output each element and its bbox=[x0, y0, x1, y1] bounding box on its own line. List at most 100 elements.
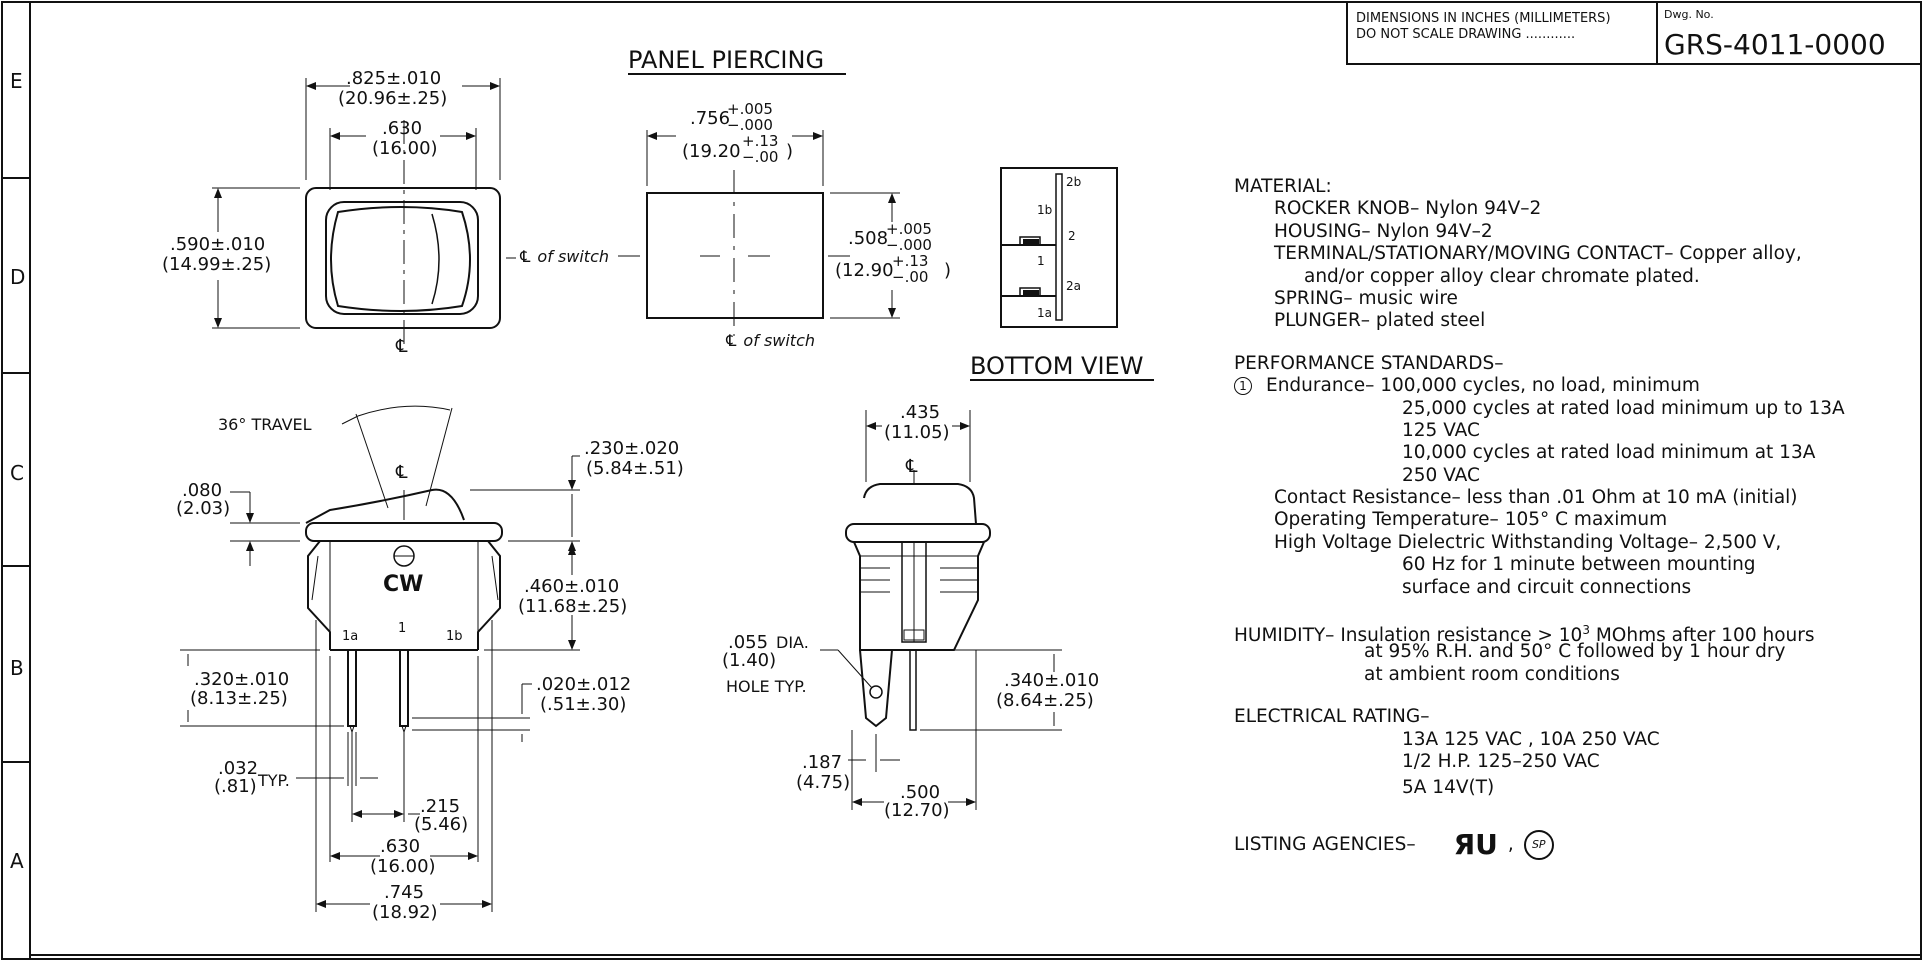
material-line: PLUNGER– plated steel bbox=[1274, 310, 1486, 332]
endurance-first: 100,000 cycles, no load, minimum bbox=[1380, 375, 1700, 397]
panel-width-tol-plus: +.005 bbox=[727, 100, 773, 118]
material-line: SPRING– music wire bbox=[1274, 287, 1458, 309]
schematic-2b: 2b bbox=[1066, 175, 1081, 189]
listing-label: LISTING AGENCIES– bbox=[1234, 833, 1416, 855]
terminal-length-mm: (8.13±.25) bbox=[190, 688, 288, 709]
dimension-note-2: DO NOT SCALE DRAWING ............ bbox=[1356, 27, 1575, 42]
bottom-term-mm: (8.64±.25) bbox=[996, 690, 1094, 711]
panel-height-tol-minus: −.000 bbox=[886, 236, 932, 254]
endurance-line: 125 VAC bbox=[1402, 419, 1480, 441]
schematic-1b: 1b bbox=[1037, 203, 1052, 217]
schematic-2a: 2a bbox=[1066, 279, 1081, 293]
zone-b: B bbox=[10, 656, 24, 680]
zone-d: D bbox=[10, 265, 25, 289]
tip-in: .020±.012 bbox=[536, 674, 631, 695]
overall-mm: (18.92) bbox=[372, 902, 438, 923]
side-centerline: ℄ bbox=[395, 462, 408, 483]
dimension-note-1: DIMENSIONS IN INCHES (MILLIMETERS) bbox=[1356, 11, 1611, 26]
pitch-mm: (5.46) bbox=[414, 814, 468, 835]
electrical-title: ELECTRICAL RATING– bbox=[1234, 706, 1430, 728]
pin-in: .032 bbox=[218, 758, 258, 779]
side-top-in: .230±.020 bbox=[584, 438, 679, 459]
agency-separator: , bbox=[1507, 833, 1514, 855]
terminal-1-label: 1 bbox=[398, 621, 406, 636]
overall-in: .745 bbox=[384, 882, 424, 903]
schematic-1a: 1a bbox=[1037, 306, 1052, 320]
material-line: HOUSING– Nylon 94V–2 bbox=[1274, 220, 1493, 242]
title-block bbox=[1346, 1, 1922, 65]
front-width-in: .825±.010 bbox=[346, 68, 441, 89]
ul-mark-icon: ЯU bbox=[1453, 827, 1498, 861]
panel-width-in: .756 bbox=[690, 108, 730, 129]
electrical-line: 13A 125 VAC , 10A 250 VAC bbox=[1402, 728, 1660, 750]
bottom-offset-mm: (4.75) bbox=[796, 772, 850, 793]
csa-mark-icon: SP bbox=[1523, 829, 1554, 860]
performance-line: High Voltage Dielectric Withstanding Vol… bbox=[1274, 531, 1782, 553]
terminal-1a-label: 1a bbox=[342, 629, 358, 644]
electrical-line: 1/2 H.P. 125–250 VAC bbox=[1402, 750, 1600, 772]
performance-line: Contact Resistance– less than .01 Ohm at… bbox=[1274, 487, 1798, 509]
side-view bbox=[180, 405, 580, 912]
front-centerline-label: ℄ of switch bbox=[518, 247, 609, 266]
bottom-offset-in: .187 bbox=[802, 752, 842, 773]
bottom-view-title: BOTTOM VIEW bbox=[970, 352, 1143, 380]
endurance-label: Endurance– bbox=[1266, 375, 1375, 397]
material-line: TERMINAL/STATIONARY/MOVING CONTACT– Copp… bbox=[1274, 243, 1802, 265]
electrical-line: 5A 14V(T) bbox=[1402, 777, 1495, 799]
listing-agencies: LISTING AGENCIES– ЯU , SP bbox=[1234, 827, 1914, 861]
front-centerline-bottom: ℄ bbox=[395, 336, 408, 357]
material-title: MATERIAL: bbox=[1234, 176, 1332, 197]
performance-title: PERFORMANCE STANDARDS– bbox=[1234, 352, 1504, 374]
bottom-span-mm: (12.70) bbox=[884, 800, 950, 821]
tip-mm: (.51±.30) bbox=[540, 694, 626, 715]
travel-label: 36° TRAVEL bbox=[218, 415, 312, 434]
panel-height-mm-close: ) bbox=[944, 260, 951, 281]
humidity-first: Insulation resistance > 10 bbox=[1334, 625, 1583, 647]
bottom-top-mm: (11.05) bbox=[884, 422, 950, 443]
span-mm: (16.00) bbox=[370, 856, 436, 877]
front-width-mm: (20.96±.25) bbox=[338, 88, 447, 109]
panel-width-mm-minus: −.00 bbox=[742, 148, 778, 166]
humidity-label: HUMIDITY– bbox=[1234, 625, 1335, 647]
schematic-2: 2 bbox=[1068, 229, 1076, 243]
bottom-view-drawing bbox=[820, 410, 1062, 810]
front-inner-mm: (16.00) bbox=[372, 138, 438, 159]
humidity-exponent: 3 bbox=[1582, 623, 1590, 638]
bottom-top-in: .435 bbox=[900, 402, 940, 423]
panel-width-mm-close: ) bbox=[786, 141, 793, 162]
terminal-1b-label: 1b bbox=[446, 629, 463, 644]
panel-height-mm-minus: −.00 bbox=[892, 268, 928, 286]
material-continuation: and/or copper alloy clear chromate plate… bbox=[1304, 265, 1700, 287]
front-inner-in: .630 bbox=[382, 118, 422, 139]
panel-height-mm-plus: +.13 bbox=[892, 252, 928, 270]
pin-typ: TYP. bbox=[257, 771, 290, 790]
panel-width-mm-plus: +.13 bbox=[742, 132, 778, 150]
panel-cutout bbox=[618, 130, 900, 336]
cw-logo: CW bbox=[383, 572, 423, 597]
dielectric-line: surface and circuit connections bbox=[1402, 576, 1692, 598]
zone-a: A bbox=[10, 849, 24, 873]
panel-height-tol-plus: +.005 bbox=[886, 220, 932, 238]
pin-mm: (.81) bbox=[214, 776, 257, 797]
material-line: ROCKER KNOB– Nylon 94V–2 bbox=[1274, 198, 1542, 220]
side-top-mm: (5.84±.51) bbox=[586, 458, 684, 479]
pitch-in: .215 bbox=[420, 796, 460, 817]
bottom-span-in: .500 bbox=[900, 782, 940, 803]
dwg-number: GRS-4011-0000 bbox=[1664, 28, 1886, 61]
span-in: .630 bbox=[380, 836, 420, 857]
bottom-term-in: .340±.010 bbox=[1004, 670, 1099, 691]
zone-c: C bbox=[10, 461, 24, 485]
dielectric-line: 60 Hz for 1 minute between mounting bbox=[1402, 554, 1756, 576]
front-height-in: .590±.010 bbox=[170, 234, 265, 255]
endurance-line: 10,000 cycles at rated load minimum at 1… bbox=[1402, 442, 1816, 464]
endurance-line: 25,000 cycles at rated load minimum up t… bbox=[1402, 397, 1845, 419]
panel-width-mm: (19.20 bbox=[682, 141, 741, 162]
hole-mm: (1.40) bbox=[722, 650, 776, 671]
hole-dia: DIA. bbox=[776, 633, 809, 652]
terminal-length-in: .320±.010 bbox=[194, 669, 289, 690]
flange-mm: (2.03) bbox=[176, 498, 230, 519]
endurance-line: 250 VAC bbox=[1402, 464, 1480, 486]
flange-in: .080 bbox=[182, 480, 222, 501]
